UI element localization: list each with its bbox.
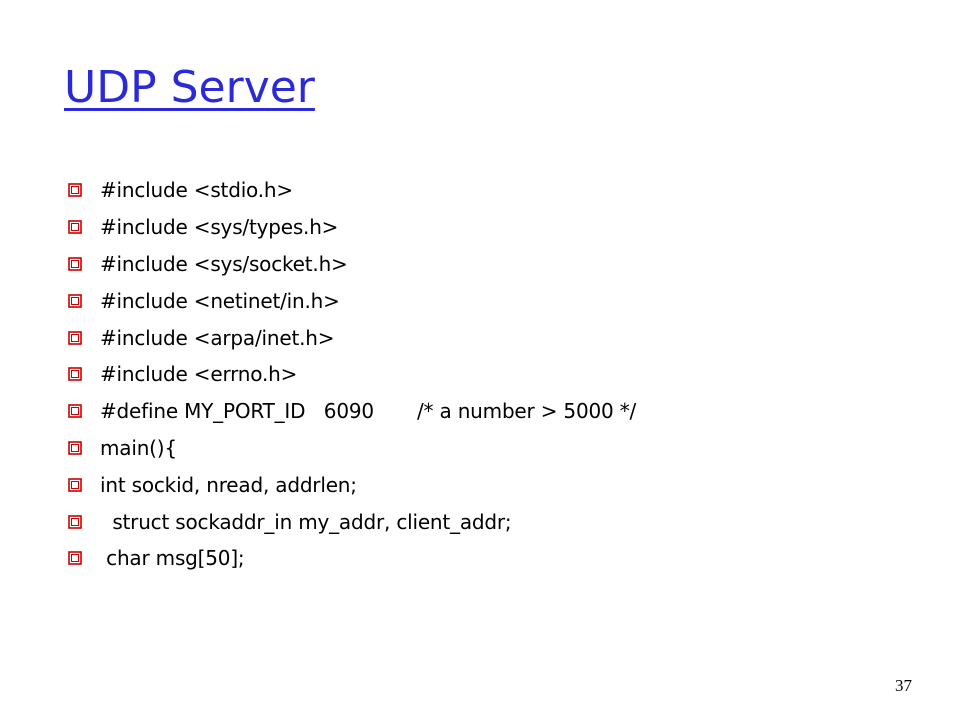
checkbox-square-icon	[68, 514, 82, 529]
list-item: #include <sys/types.h>	[68, 209, 636, 246]
list-item: int sockid, nread, addrlen;	[68, 466, 636, 503]
checkbox-square-icon	[68, 257, 82, 271]
bullet-text: #include <sys/types.h>	[100, 215, 339, 240]
list-item: main(){	[68, 430, 636, 467]
bullet-text: char msg[50];	[100, 546, 245, 571]
list-item: char msg[50];	[68, 540, 636, 577]
bullet-text: #include <stdio.h>	[100, 178, 293, 203]
checkbox-square-icon	[68, 183, 82, 198]
checkbox-square-icon	[68, 220, 82, 234]
list-item: #include <arpa/inet.h>	[68, 319, 636, 356]
list-item: #include <errno.h>	[68, 356, 636, 393]
bullet-text: #define MY_PORT_ID 6090 /* a number > 50…	[100, 399, 637, 424]
bullet-text: int sockid, nread, addrlen;	[100, 472, 357, 497]
checkbox-square-icon	[68, 477, 82, 492]
bullet-text: #include <netinet/in.h>	[100, 288, 340, 313]
bullet-text: #include <sys/socket.h>	[100, 251, 348, 276]
bullet-text: #include <errno.h>	[100, 362, 298, 387]
list-item: #include <stdio.h>	[68, 172, 636, 209]
checkbox-square-icon	[68, 441, 82, 455]
bullet-text: main(){	[100, 435, 177, 460]
list-item: #include <sys/socket.h>	[68, 246, 636, 283]
checkbox-square-icon	[68, 404, 82, 418]
slide-title: UDP Server	[64, 62, 315, 113]
list-item: struct sockaddr_in my_addr, client_addr;	[68, 503, 636, 540]
bullet-text: #include <arpa/inet.h>	[100, 325, 335, 350]
bullet-list: #include <stdio.h> #include <sys/types.h…	[68, 172, 636, 577]
list-item: #define MY_PORT_ID 6090 /* a number > 50…	[68, 393, 636, 430]
checkbox-square-icon	[68, 293, 82, 308]
checkbox-square-icon	[68, 551, 82, 566]
checkbox-square-icon	[68, 330, 82, 345]
checkbox-square-icon	[68, 367, 82, 382]
bullet-text: struct sockaddr_in my_addr, client_addr;	[100, 509, 512, 534]
page-number: 37	[895, 676, 912, 695]
list-item: #include <netinet/in.h>	[68, 282, 636, 319]
